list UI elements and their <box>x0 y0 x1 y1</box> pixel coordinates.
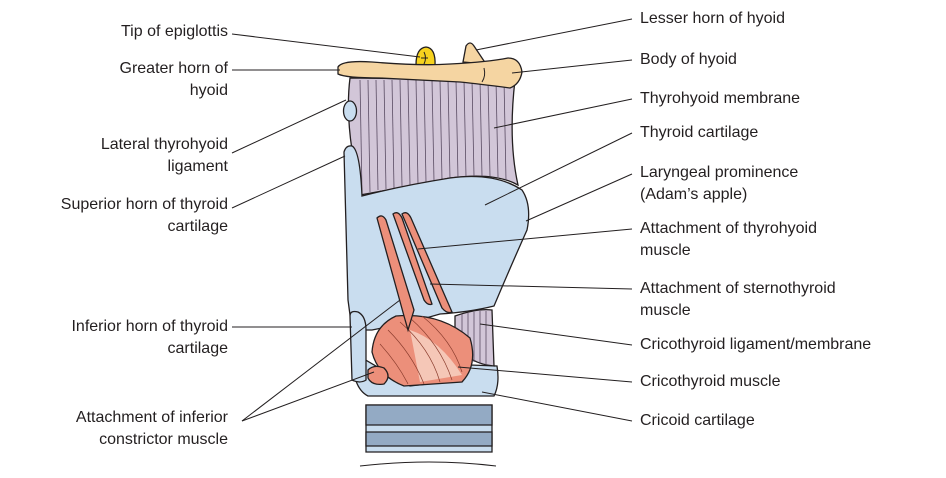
label-laryngeal-prominence: Laryngeal prominence (Adam’s apple) <box>640 162 798 206</box>
label-attachment-thyrohyoid-muscle: Attachment of thyrohyoid muscle <box>640 218 817 262</box>
label-cricothyroid-ligament-membrane: Cricothyroid ligament/membrane <box>640 334 871 356</box>
lateral-thyrohyoid-ligament-shape <box>344 101 357 121</box>
inferior-horn <box>350 312 366 383</box>
label-cricothyroid-muscle: Cricothyroid muscle <box>640 371 780 393</box>
label-thyroid-cartilage: Thyroid cartilage <box>640 122 758 144</box>
label-body-of-hyoid: Body of hyoid <box>640 49 737 71</box>
label-attachment-sternothyroid-muscle: Attachment of sternothyroid muscle <box>640 278 836 322</box>
thyrohyoid-membrane <box>348 78 518 195</box>
label-inferior-horn-of-thyroid-cartilage: Inferior horn of thyroid cartilage <box>71 316 228 360</box>
label-superior-horn-of-thyroid-cartilage: Superior horn of thyroid cartilage <box>61 194 228 238</box>
label-lateral-thyrohyoid-ligament: Lateral thyrohyoid ligament <box>101 134 228 178</box>
lesser-horn <box>463 43 486 64</box>
label-cricoid-cartilage: Cricoid cartilage <box>640 410 755 432</box>
label-lesser-horn-of-hyoid: Lesser horn of hyoid <box>640 8 785 30</box>
label-thyrohyoid-membrane: Thyrohyoid membrane <box>640 88 800 110</box>
label-greater-horn-of-hyoid: Greater horn of hyoid <box>120 58 229 102</box>
label-tip-of-epiglottis: Tip of epiglottis <box>121 21 228 43</box>
trachea <box>360 405 496 466</box>
label-attachment-inferior-constrictor: Attachment of inferior constrictor muscl… <box>76 407 228 451</box>
